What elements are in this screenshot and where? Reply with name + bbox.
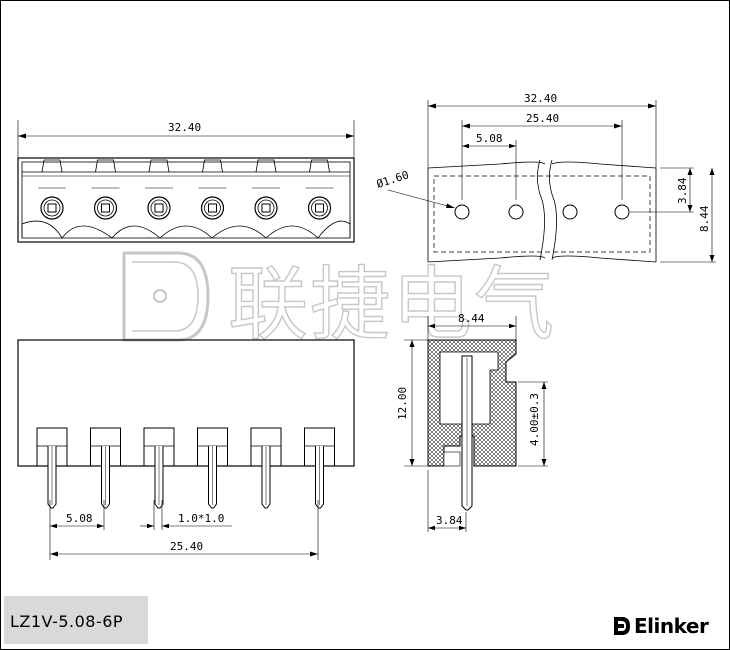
dim-hole-diameter: Ø1.60: [375, 168, 411, 191]
front-view: 32.40: [17, 120, 355, 243]
brand-name: Elinker: [634, 614, 709, 638]
terminal-clamp: [198, 159, 227, 220]
terminal-clamp: [145, 159, 173, 220]
terminal-clamp: [91, 159, 120, 220]
dim-side-offset: 3.84: [436, 514, 463, 527]
pin: [250, 427, 282, 509]
dim-pin-size: 1.0*1.0: [178, 512, 224, 525]
dim-overall-length-front: 32.40: [168, 121, 201, 134]
dim-side-width: 8.44: [458, 312, 485, 325]
dim-depth: 8.44: [698, 205, 711, 232]
terminal-clamp: [252, 159, 280, 220]
terminal-clamp: [305, 159, 334, 220]
pin: [197, 427, 228, 509]
pin: [143, 427, 175, 509]
pin: [36, 427, 68, 509]
dim-pin-length: 4.00±0.3: [528, 393, 541, 446]
dim-row-offset: 3.84: [676, 177, 689, 204]
section-view: 8.44 12.00 4.00±0.3 3.84: [396, 312, 548, 532]
pin: [304, 427, 335, 509]
part-number: LZ1V-5.08-6P: [10, 612, 124, 631]
dim-overall-length-top: 32.40: [524, 92, 557, 105]
watermark-text: 联捷电气: [228, 258, 556, 351]
pin: [90, 427, 121, 509]
part-number-box: [4, 596, 148, 644]
bottom-view: 5.08 1.0*1.0 25.40: [17, 339, 355, 560]
dim-height: 12.00: [396, 387, 409, 420]
watermark: 联捷电气: [122, 251, 556, 352]
hole-pattern-view: 32.40 25.40 5.08 Ø1.60 3.84: [375, 92, 716, 263]
dim-pin-span-bottom: 25.40: [170, 540, 203, 553]
dim-pitch-top: 5.08: [476, 132, 503, 145]
dim-pin-span-top: 25.40: [526, 112, 559, 125]
brand-logo: Elinker: [612, 612, 709, 640]
dim-pitch-bottom: 5.08: [66, 512, 93, 525]
terminal-clamp: [38, 159, 66, 220]
brand-mark-icon: [614, 617, 630, 635]
